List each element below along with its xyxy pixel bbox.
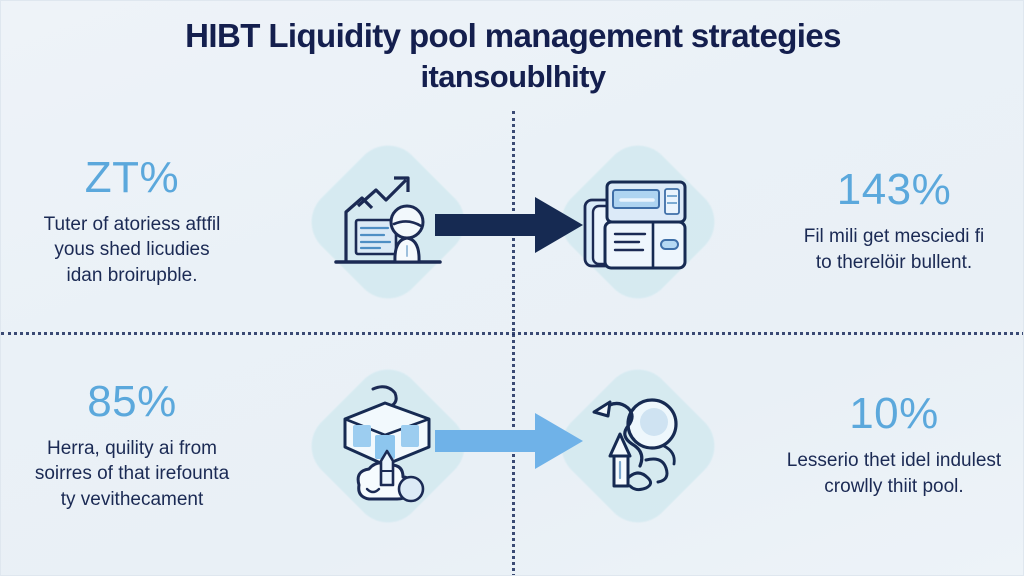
icon-slot-bottom-left [263,364,513,528]
stat-block-top-right: 143% Fil mili get mesciedi fi to therelö… [763,165,1023,275]
stat-block-bottom-right: 10% Lesserio thet idel indulest crowlly … [763,389,1023,499]
icon-slot-top-right [513,140,763,304]
quadrant-top-left: ZT% Tuter of atoriess aftfil yous shed l… [1,111,513,333]
icon-slot-bottom-right [513,364,763,528]
swirl-circle-icon [556,364,720,528]
top-flow-arrow [433,193,585,262]
stat-description: Herra, quility ai from soirres of that i… [34,437,230,510]
title-line-1: HIBT Liquidity pool management strategie… [185,17,841,54]
machine-printer-icon [556,140,720,304]
stat-value: ZT% [84,152,180,202]
stat-description: Lesserio thet idel indulest crowlly thii… [786,450,1002,497]
bottom-flow-arrow [433,409,585,478]
stat-value: 143% [836,165,952,215]
page-title: HIBT Liquidity pool management strategie… [1,15,1023,97]
horizontal-divider [1,332,1023,335]
icon-slot-top-left [263,140,513,304]
stat-block-bottom-left: 85% Herra, quility ai from soirres of th… [1,376,263,513]
stat-description: Fil mili get mesciedi fi to therelöir bu… [803,226,985,273]
stat-description: Tuter of atoriess aftfil yous shed licud… [43,213,221,286]
title-line-2: itansoublhity [420,59,606,95]
quadrant-bottom-right: 10% Lesserio thet idel indulest crowlly … [513,335,1023,557]
growth-chart-person-icon [306,140,470,304]
stat-value: 10% [849,389,939,439]
quadrant-top-right: 143% Fil mili get mesciedi fi to therelö… [513,111,1023,333]
stat-value: 85% [87,376,177,426]
cube-box-icon [306,364,470,528]
stat-block-top-left: ZT% Tuter of atoriess aftfil yous shed l… [1,152,263,289]
quadrant-bottom-left: 85% Herra, quility ai from soirres of th… [1,335,513,557]
vertical-divider [512,111,515,575]
